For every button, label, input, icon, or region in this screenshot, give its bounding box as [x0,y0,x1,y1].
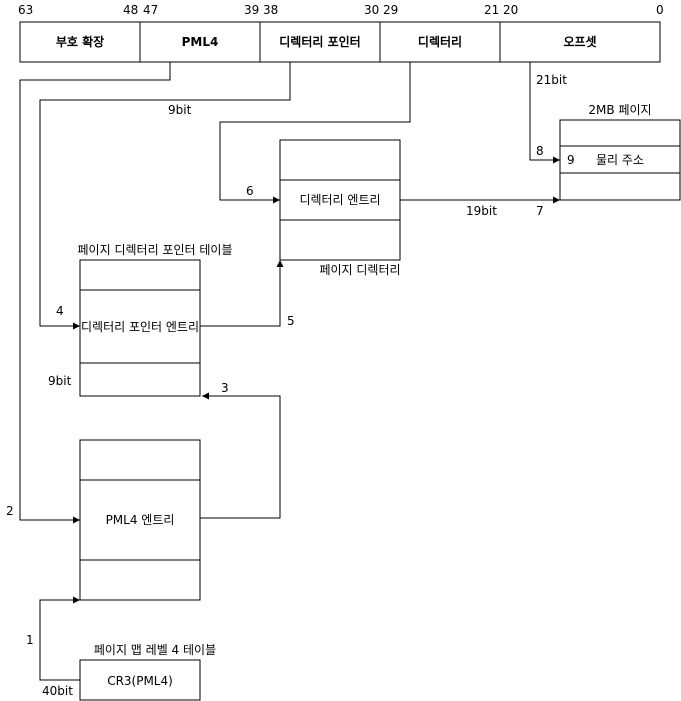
bit-38: 38 [263,3,278,17]
arrow-step-8 [529,62,560,164]
cr3-register [79,659,201,701]
page-title: 2MB 페이지 [588,103,651,117]
arrow-step-1 [39,596,80,681]
step-1: 1 [26,633,34,647]
bit-20: 20 [503,3,518,17]
cr3-label: CR3(PML4) [107,674,173,688]
pml4-table-title: 페이지 맵 레벨 4 테이블 [94,643,216,657]
step-8: 8 [536,144,544,158]
field-sign-extension [19,21,141,63]
field-directory-label: 디렉터리 [418,34,462,49]
arrow-step-3 [200,392,281,519]
bit-0: 0 [656,3,664,17]
bit-29: 29 [383,3,398,17]
field-directory-pointer [259,21,381,63]
bit-21: 21 [484,3,499,17]
width-pd-to-page: 19bit [466,204,497,218]
pml4-table [79,439,201,601]
field-pml4 [139,21,261,63]
width-offset: 21bit [536,73,567,87]
width-cr3: 40bit [42,684,73,698]
bit-30: 30 [364,3,379,17]
field-sign-extension-label: 부호 확장 [56,34,104,49]
bit-48: 48 [123,3,138,17]
page-2mb [559,119,681,201]
pdpt-title: 페이지 디렉터리 포인터 테이블 [78,243,233,257]
step-4: 4 [56,304,64,318]
bit-39: 39 [244,3,259,17]
step-2: 2 [6,504,14,518]
field-offset [499,21,661,63]
bit-63: 63 [18,3,33,17]
arrow-step-2 [19,62,171,524]
arrow-step-4 [39,62,291,330]
page-directory-table [279,139,401,261]
field-offset-label: 오프셋 [563,34,596,49]
physical-address-label: 물리 주소 [596,153,644,167]
pml4-entry-label: PML4 엔트리 [106,513,175,527]
step-5: 5 [287,314,295,328]
field-pml4-label: PML4 [182,35,219,49]
step-3: 3 [221,381,229,395]
width-pdpt-index: 9bit [168,103,192,117]
pdpt-table [79,259,201,397]
bit-47: 47 [143,3,158,17]
page-directory-title: 페이지 디렉터리 [319,263,400,277]
arrow-step-5 [200,260,284,327]
step-7: 7 [536,204,544,218]
field-directory-pointer-label: 디렉터리 포인터 [279,34,360,49]
directory-entry-label: 디렉터리 엔트리 [299,193,380,207]
arrow-step-6 [219,62,411,204]
pdpt-entry-label: 디렉터리 포인터 엔트리 [81,320,199,334]
width-pdpt-entry: 9bit [48,374,72,388]
step-9: 9 [567,153,575,167]
step-6: 6 [246,184,254,198]
